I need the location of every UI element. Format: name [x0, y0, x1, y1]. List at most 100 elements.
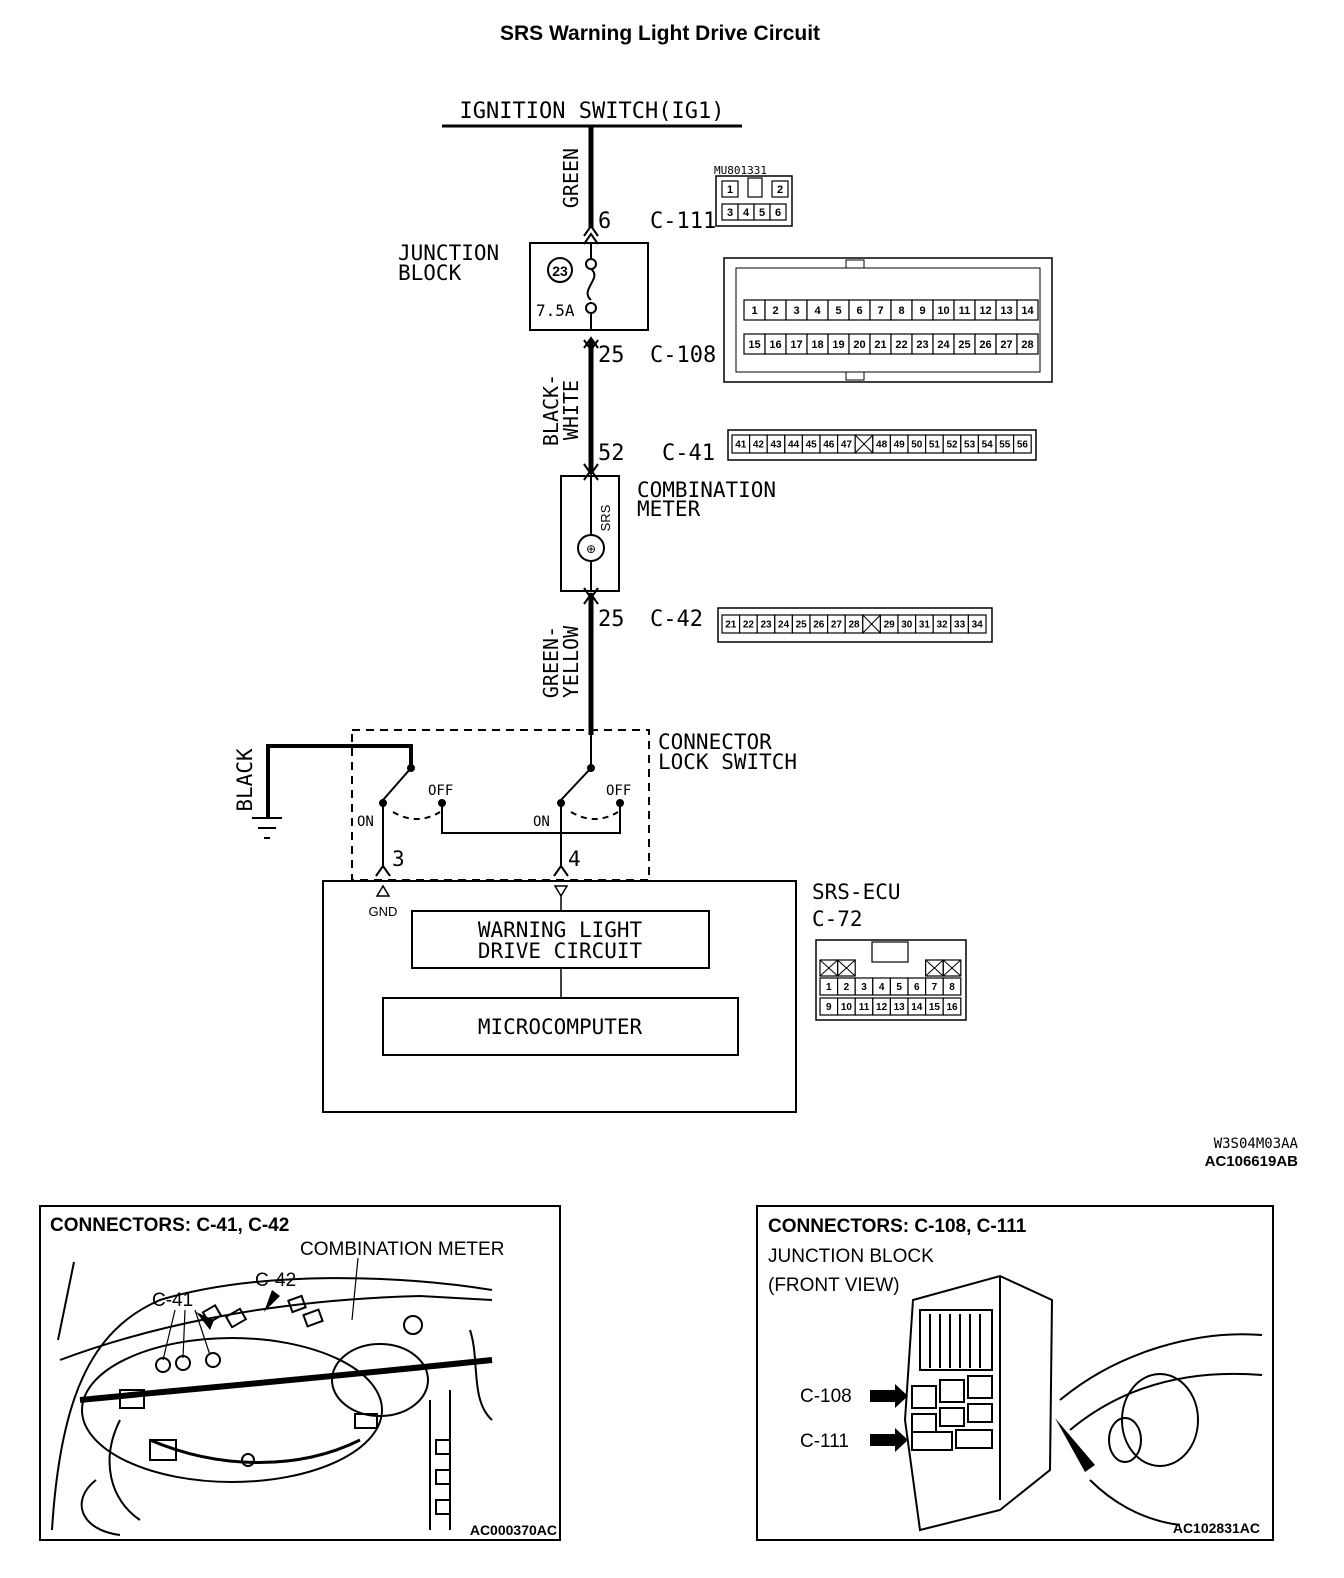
switch-right-off: OFF — [606, 783, 631, 799]
c42-pin: 33 — [954, 620, 966, 631]
c72-pin: 6 — [914, 982, 920, 993]
ecu-terminal-marks — [375, 864, 569, 877]
c108-pin: 5 — [835, 305, 841, 317]
c111-part-number: MU801331 — [714, 164, 767, 177]
c108-shell — [723, 257, 1053, 383]
c108-pin: 17 — [790, 339, 802, 351]
srs-ecu-label: SRS-ECU — [812, 880, 901, 904]
c41-pin: 55 — [999, 440, 1011, 451]
c41-pin: 47 — [841, 440, 853, 451]
c72-pin: 1 — [826, 982, 832, 993]
c72-pin: 2 — [844, 982, 850, 993]
drive-circuit-label-1: WARNING LIGHT — [478, 918, 643, 942]
c41-pin: 51 — [929, 440, 941, 451]
lock-switch-label-1: CONNECTOR — [658, 730, 772, 754]
panel-right-line3: (FRONT VIEW) — [768, 1275, 900, 1296]
c41-pin: 53 — [964, 440, 976, 451]
c108-pin: 1 — [751, 305, 757, 317]
panel-left: CONNECTORS: C-41, C-42 COMBINATION METER… — [39, 1205, 561, 1541]
wire-color-black-white-1: BLACK- — [539, 374, 563, 446]
junction-block-label-2: BLOCK — [398, 261, 462, 285]
c111-key — [747, 177, 763, 198]
c72-pin: 15 — [929, 1002, 941, 1013]
panel-right-title: CONNECTORS: C-108, C-111 — [768, 1216, 1027, 1237]
panel-left-meter-label: COMBINATION METER — [300, 1239, 504, 1260]
c42-pin: 31 — [919, 620, 931, 631]
c108-pin: 19 — [832, 339, 844, 351]
c108-pin: 10 — [937, 305, 949, 317]
c108-pin: 4 — [814, 305, 821, 317]
c41-pin: 56 — [1017, 440, 1029, 451]
panel-left-c41-label: C-41 — [152, 1290, 193, 1311]
c111-cell — [721, 180, 739, 198]
off-contacts-link — [441, 803, 621, 834]
c72-blank-mark — [942, 959, 962, 977]
c72-pin: 5 — [896, 982, 902, 993]
c72-pin: 16 — [946, 1002, 958, 1013]
c42-cell — [967, 614, 987, 634]
c72-pin: 8 — [949, 982, 955, 993]
c111-pin: 6 — [775, 207, 781, 219]
c42-pin: 25 — [796, 620, 808, 631]
c72-blank-mark — [837, 959, 856, 977]
c108-latch — [845, 371, 865, 381]
microcomputer-label: MICROCOMPUTER — [478, 1015, 643, 1039]
c108-latch — [845, 259, 865, 269]
c72-pin: 7 — [932, 982, 938, 993]
terminal-c41: 52 — [598, 441, 625, 466]
c41-pin: 54 — [982, 440, 994, 451]
c41-pin: 49 — [894, 440, 906, 451]
c108-pin: 7 — [877, 305, 883, 317]
drive-circuit-label-2: DRIVE CIRCUIT — [478, 939, 643, 963]
junction-block-box — [529, 242, 649, 331]
c41-pin: 50 — [911, 440, 923, 451]
c72-blank-mark — [925, 959, 944, 977]
gnd-label: GND — [369, 904, 398, 919]
c72-pin: 11 — [859, 1002, 870, 1013]
connector-c42-label: C-42 — [650, 607, 703, 632]
c42-pin: 22 — [743, 620, 755, 631]
lock-switch-label-2: LOCK SWITCH — [658, 750, 797, 774]
panel-right-c111-label: C-111 — [800, 1431, 849, 1452]
c72-pin: 3 — [861, 982, 867, 993]
wire-color-green: GREEN — [559, 148, 583, 208]
diagram-code-2: AC106619AB — [1205, 1153, 1299, 1170]
c72-pin: 4 — [879, 982, 885, 993]
panel-right-arrows — [870, 1384, 908, 1452]
c108-cell — [1016, 333, 1039, 355]
c72-pin: 14 — [911, 1002, 923, 1013]
connector-c41-label: C-41 — [662, 441, 715, 466]
c41-pin: 42 — [753, 440, 765, 451]
c111-shell — [715, 175, 793, 227]
panel-left-code: AC000370AC — [470, 1522, 557, 1538]
srs-lamp-label: SRS — [598, 504, 613, 531]
c108-pin: 2 — [772, 305, 778, 317]
car-interior-illustration — [1059, 1333, 1263, 1526]
diagram-code-1: W3S04M03AA — [1214, 1136, 1299, 1152]
c72-blank-cell — [836, 959, 856, 977]
c72-shell — [815, 939, 967, 1021]
c41-blank-mark — [854, 434, 874, 454]
c41-pin: 45 — [806, 440, 818, 451]
lamp-glyph: ⊕ — [586, 542, 596, 556]
c111-pin: 3 — [727, 207, 733, 219]
fuse-number-circle — [547, 257, 573, 283]
combination-meter-label-2: METER — [637, 497, 701, 521]
c41-pin: 46 — [823, 440, 835, 451]
c108-pin: 6 — [856, 305, 862, 317]
location-arrow — [1055, 1418, 1095, 1472]
ecu-pin-markers — [375, 884, 569, 998]
wire-color-green-yellow-2: YELLOW — [559, 625, 583, 698]
c72-cell — [942, 997, 962, 1016]
c41-pin: 52 — [946, 440, 958, 451]
c108-inner — [735, 267, 1041, 373]
c41-pin: 41 — [735, 440, 747, 451]
c108-pin: 27 — [1000, 339, 1012, 351]
connector-c111-label: C-111 — [650, 209, 716, 234]
fuse-rating: 7.5A — [536, 301, 575, 320]
srs-ecu-box — [322, 880, 797, 1113]
